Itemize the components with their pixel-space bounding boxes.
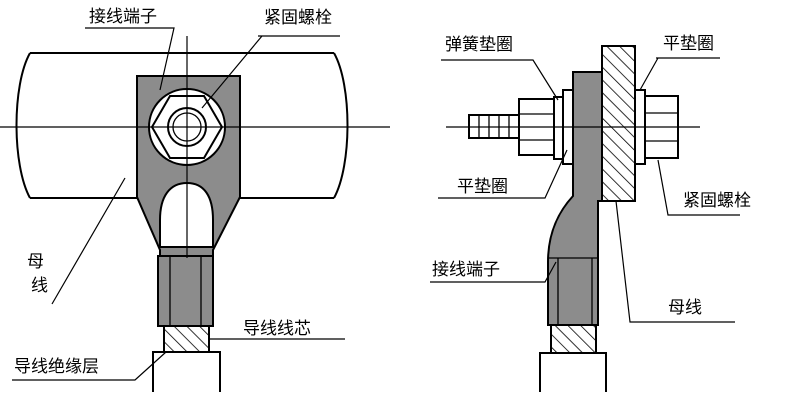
right-spring-washer-icon	[553, 96, 564, 160]
right-terminal	[547, 71, 603, 326]
left-conductor-core	[163, 325, 210, 353]
left-label-insulation: 导线绝缘层	[14, 357, 99, 377]
left-busbar	[15, 52, 349, 199]
left-label-terminal: 接线端子	[89, 7, 157, 27]
right-label-busbar: 母线	[668, 298, 702, 318]
left-insulation	[152, 351, 221, 392]
right-label-bolt: 紧固螺栓	[683, 191, 751, 211]
left-label-busbar-2: 线	[31, 276, 48, 296]
right-insulation	[539, 352, 607, 392]
right-busbar	[601, 45, 636, 202]
left-terminal-barrel	[157, 255, 214, 327]
right-conductor-core	[550, 324, 597, 354]
left-label-bolt: 紧固螺栓	[264, 8, 332, 28]
left-view	[0, 27, 390, 392]
left-label-core: 导线线芯	[243, 319, 311, 339]
right-view	[430, 45, 740, 392]
right-label-flat-washer-bottom: 平垫圈	[457, 177, 508, 197]
left-label-busbar-1: 母	[27, 252, 44, 272]
right-label-flat-washer-top: 平垫圈	[663, 34, 714, 54]
right-label-spring-washer: 弹簧垫圈	[445, 35, 513, 55]
right-label-terminal: 接线端子	[432, 260, 500, 280]
